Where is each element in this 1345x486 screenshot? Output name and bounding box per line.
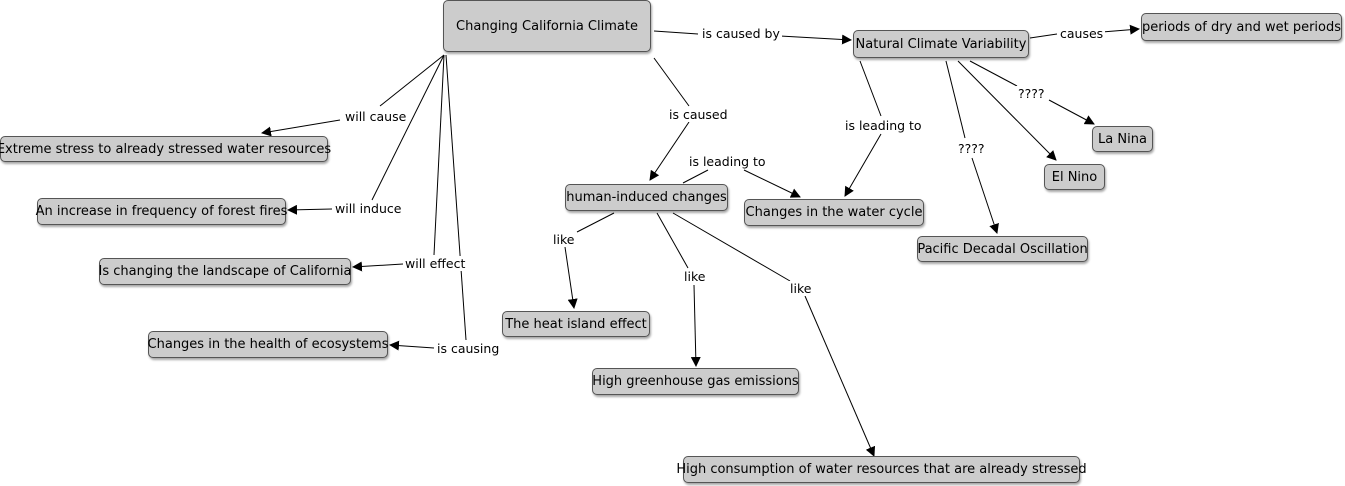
edge-line bbox=[576, 212, 615, 233]
node-periods-dry-wet[interactable]: periods of dry and wet periods bbox=[1141, 13, 1342, 41]
edge-line bbox=[844, 133, 882, 197]
edge-line bbox=[445, 54, 467, 341]
link-label-like-consumption: like bbox=[788, 281, 814, 296]
edge-line bbox=[564, 246, 578, 309]
link-label-question-la-nina: ???? bbox=[1016, 86, 1047, 101]
edge-line bbox=[743, 169, 801, 198]
node-high-consumption-water[interactable]: High consumption of water resources that… bbox=[676, 456, 1087, 483]
node-natural-climate-variability[interactable]: Natural Climate Variability bbox=[853, 30, 1029, 58]
link-label-human-is-leading-to: is leading to bbox=[687, 154, 768, 169]
edge-line bbox=[672, 212, 791, 282]
node-el-nino[interactable]: El Nino bbox=[1044, 164, 1105, 190]
edge-line bbox=[682, 169, 709, 184]
edge-line bbox=[379, 54, 445, 107]
node-extreme-stress-water[interactable]: Extreme stress to already stressed water… bbox=[0, 136, 331, 162]
node-changing-california-climate[interactable]: Changing California Climate bbox=[443, 0, 651, 52]
edge-line bbox=[261, 119, 341, 137]
edge-line bbox=[656, 212, 689, 269]
node-pacific-decadal-oscillation[interactable]: Pacific Decadal Oscillation bbox=[917, 236, 1088, 262]
node-health-ecosystems[interactable]: Changes in the health of ecosystems bbox=[148, 331, 388, 358]
edge-line bbox=[859, 60, 882, 117]
link-label-will-induce: will induce bbox=[333, 201, 404, 216]
edge-line bbox=[945, 60, 966, 139]
edge-line bbox=[653, 30, 699, 35]
node-forest-fires[interactable]: An increase in frequency of forest fires bbox=[36, 198, 287, 225]
link-label-is-caused: is caused bbox=[667, 107, 730, 122]
edge-line bbox=[1048, 99, 1095, 125]
link-label-question-pdo: ???? bbox=[956, 141, 987, 156]
edge-line bbox=[690, 284, 701, 367]
link-label-like-heat-island: like bbox=[551, 232, 577, 247]
link-label-like-greenhouse: like bbox=[682, 269, 708, 284]
edge-line bbox=[1101, 24, 1140, 35]
edge-line bbox=[779, 34, 852, 45]
link-label-is-causing: is causing bbox=[435, 341, 502, 356]
edge-line bbox=[649, 121, 690, 181]
edge-line bbox=[804, 295, 876, 457]
edge-line bbox=[352, 261, 404, 272]
edge-line bbox=[389, 340, 435, 351]
link-label-is-caused-by: is caused by bbox=[700, 26, 782, 41]
edge-line bbox=[653, 57, 690, 107]
node-changes-water-cycle[interactable]: Changes in the water cycle bbox=[744, 199, 924, 226]
edge-line bbox=[969, 60, 1018, 87]
link-label-causes: causes bbox=[1058, 26, 1106, 41]
node-landscape-california[interactable]: Is changing the landscape of California bbox=[98, 258, 352, 285]
edge-line bbox=[371, 54, 445, 201]
node-heat-island-effect[interactable]: The heat island effect bbox=[502, 311, 650, 337]
edge-line bbox=[1029, 33, 1058, 39]
edge-line bbox=[957, 60, 1057, 161]
node-la-nina[interactable]: La Nina bbox=[1092, 126, 1153, 152]
edge-line bbox=[287, 204, 333, 215]
link-label-will-cause: will cause bbox=[343, 109, 409, 124]
edge-line bbox=[971, 157, 999, 234]
node-greenhouse-gas-emissions[interactable]: High greenhouse gas emissions bbox=[592, 368, 799, 395]
edge-line bbox=[433, 54, 445, 256]
link-label-will-effect: will effect bbox=[403, 256, 468, 271]
link-label-natural-is-leading-to: is leading to bbox=[843, 118, 924, 133]
node-human-induced-changes[interactable]: human-induced changes bbox=[565, 184, 728, 211]
